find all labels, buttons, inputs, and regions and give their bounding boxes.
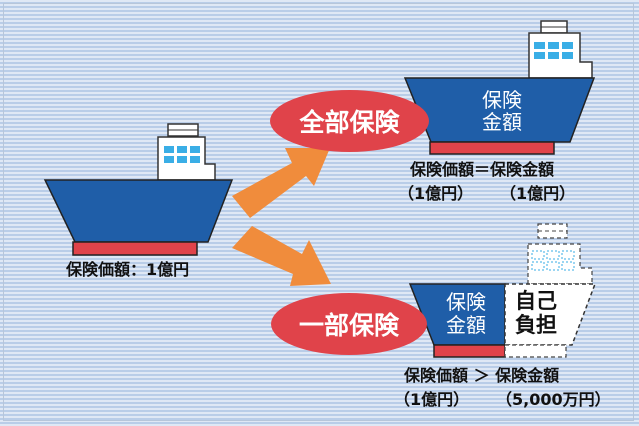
- self-burden-line1: 自己: [515, 289, 557, 313]
- partial-hull-line1: 保険: [446, 290, 486, 314]
- full-ship: [403, 20, 596, 155]
- arrow-up: [232, 148, 330, 218]
- partial-insurance-badge: 一部保険: [271, 293, 427, 355]
- full-value-left: （1億円）: [398, 184, 474, 203]
- full-insurance-badge: 全部保険: [270, 90, 429, 152]
- self-burden-line2: 負担: [515, 313, 557, 337]
- full-relation: 保険価額＝保険金額: [410, 160, 555, 179]
- left-ship: [43, 123, 234, 256]
- partial-value-right: （5,000万円）: [496, 390, 611, 409]
- left-ship-caption: 保険価額：1億円: [66, 260, 190, 279]
- arrow-down: [232, 226, 331, 286]
- partial-value-left: （1億円）: [394, 390, 470, 409]
- partial-ship: [408, 223, 597, 358]
- full-value-right: （1億円）: [500, 184, 576, 203]
- full-hull-line2: 金額: [482, 110, 522, 134]
- full-hull-line1: 保険: [482, 88, 522, 112]
- partial-relation: 保険価額 ＞ 保険金額: [404, 366, 560, 385]
- partial-hull-line2: 金額: [446, 313, 486, 337]
- frame: [3, 3, 634, 421]
